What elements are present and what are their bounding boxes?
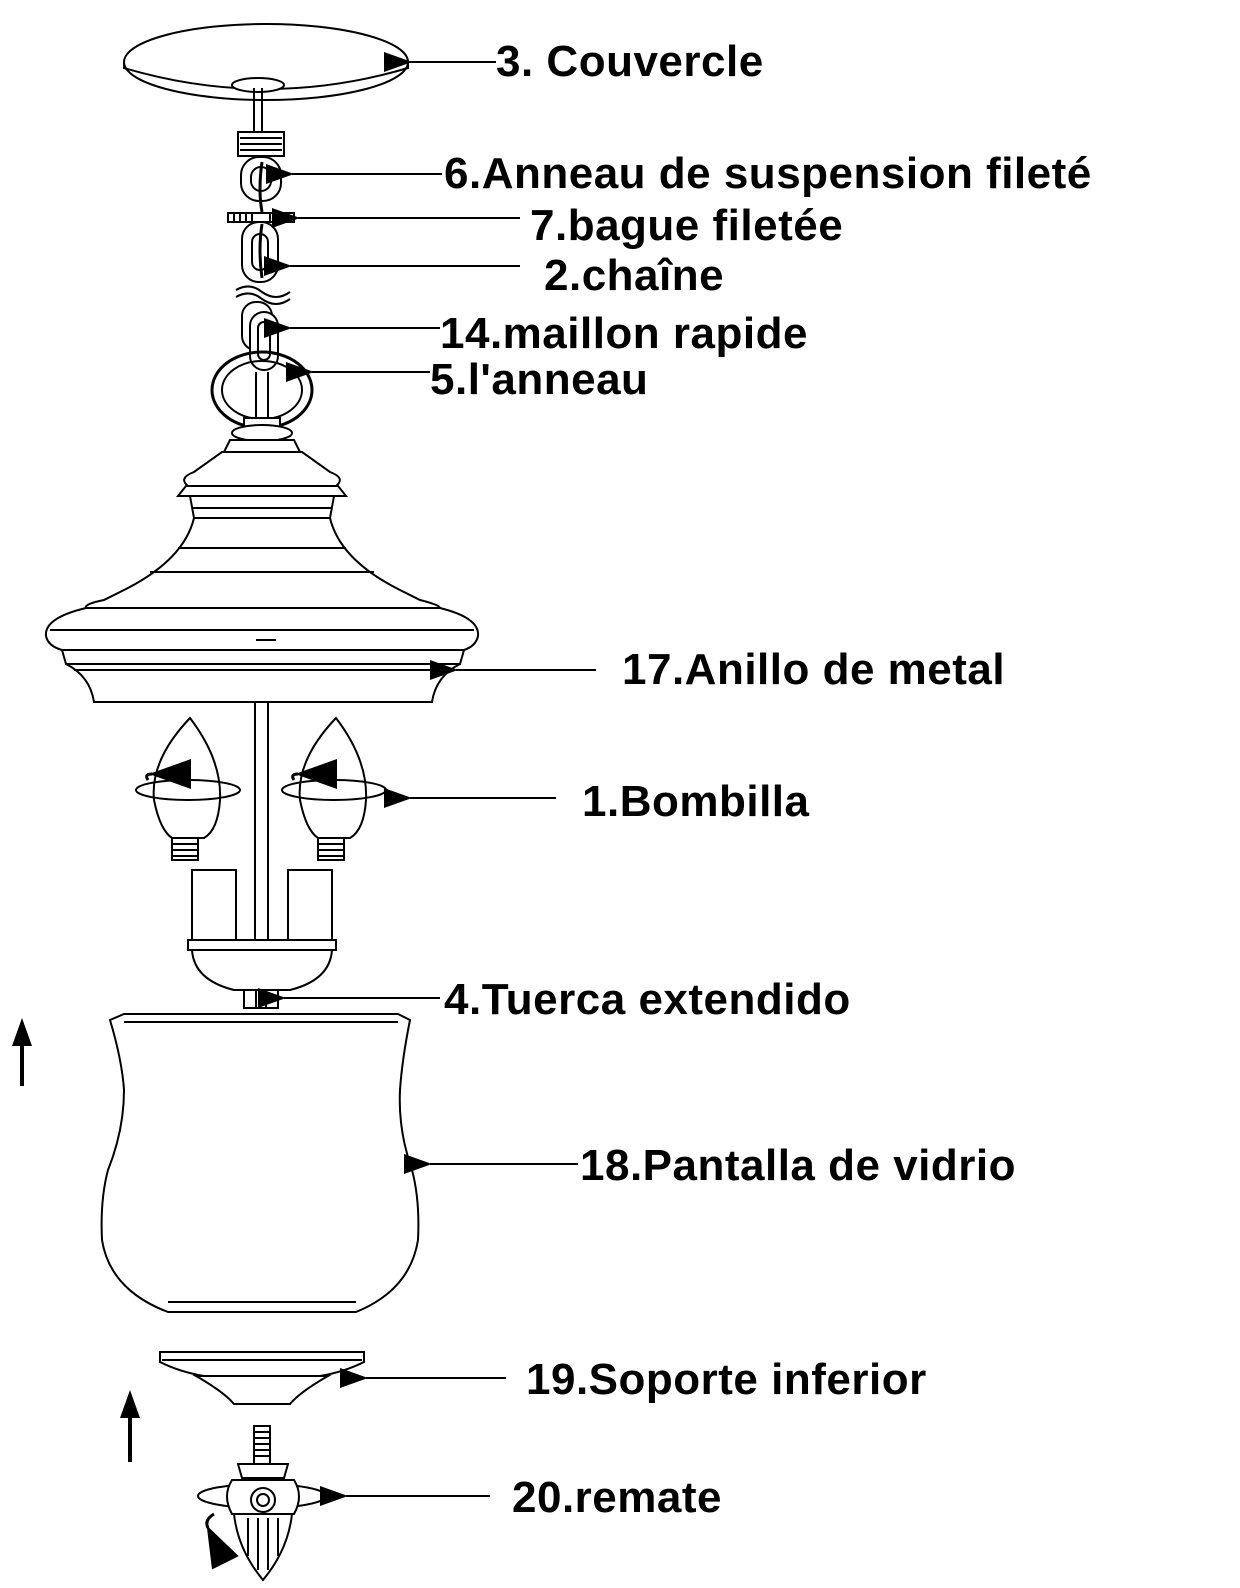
bulb-right-part (281, 716, 387, 861)
label-chaine: 2.chaîne (544, 251, 725, 300)
leader-lines (258, 52, 596, 1506)
metal-ring-part (44, 607, 480, 703)
label-soporte: 19.Soporte inferior (526, 1355, 927, 1404)
threaded-ring-part (227, 212, 295, 223)
canopy-part (123, 23, 409, 101)
bulb-left-part (135, 716, 241, 861)
label-anneau-suspension: 6.Anneau de suspension fileté (444, 149, 1092, 198)
threaded-hanging-loop-part (237, 131, 285, 213)
label-remate: 20.remate (512, 1473, 722, 1522)
center-rod (254, 702, 269, 940)
label-couvercle: 3. Couvercle (496, 37, 764, 86)
assembly-arrow-left (12, 1018, 32, 1086)
label-bague: 7.bague filetée (530, 201, 844, 250)
bottom-holder-part (159, 1351, 365, 1405)
finial-part (197, 1425, 327, 1582)
top-cap-part (84, 417, 442, 609)
glass-shade-part (100, 1013, 420, 1313)
label-tuerca: 4.Tuerca extendido (444, 975, 851, 1024)
label-bombilla: 1.Bombilla (582, 777, 810, 826)
assembly-arrow-bottom (120, 1390, 140, 1462)
label-pantalla: 18.Pantalla de vidrio (580, 1141, 1016, 1190)
socket-cluster-part (187, 869, 337, 991)
extended-nut-part (243, 989, 279, 1009)
label-maillon: 14.maillon rapide (440, 309, 808, 358)
label-anillo: 17.Anillo de metal (622, 645, 1006, 694)
wire (253, 88, 263, 132)
label-anneau: 5.l'anneau (430, 355, 649, 404)
